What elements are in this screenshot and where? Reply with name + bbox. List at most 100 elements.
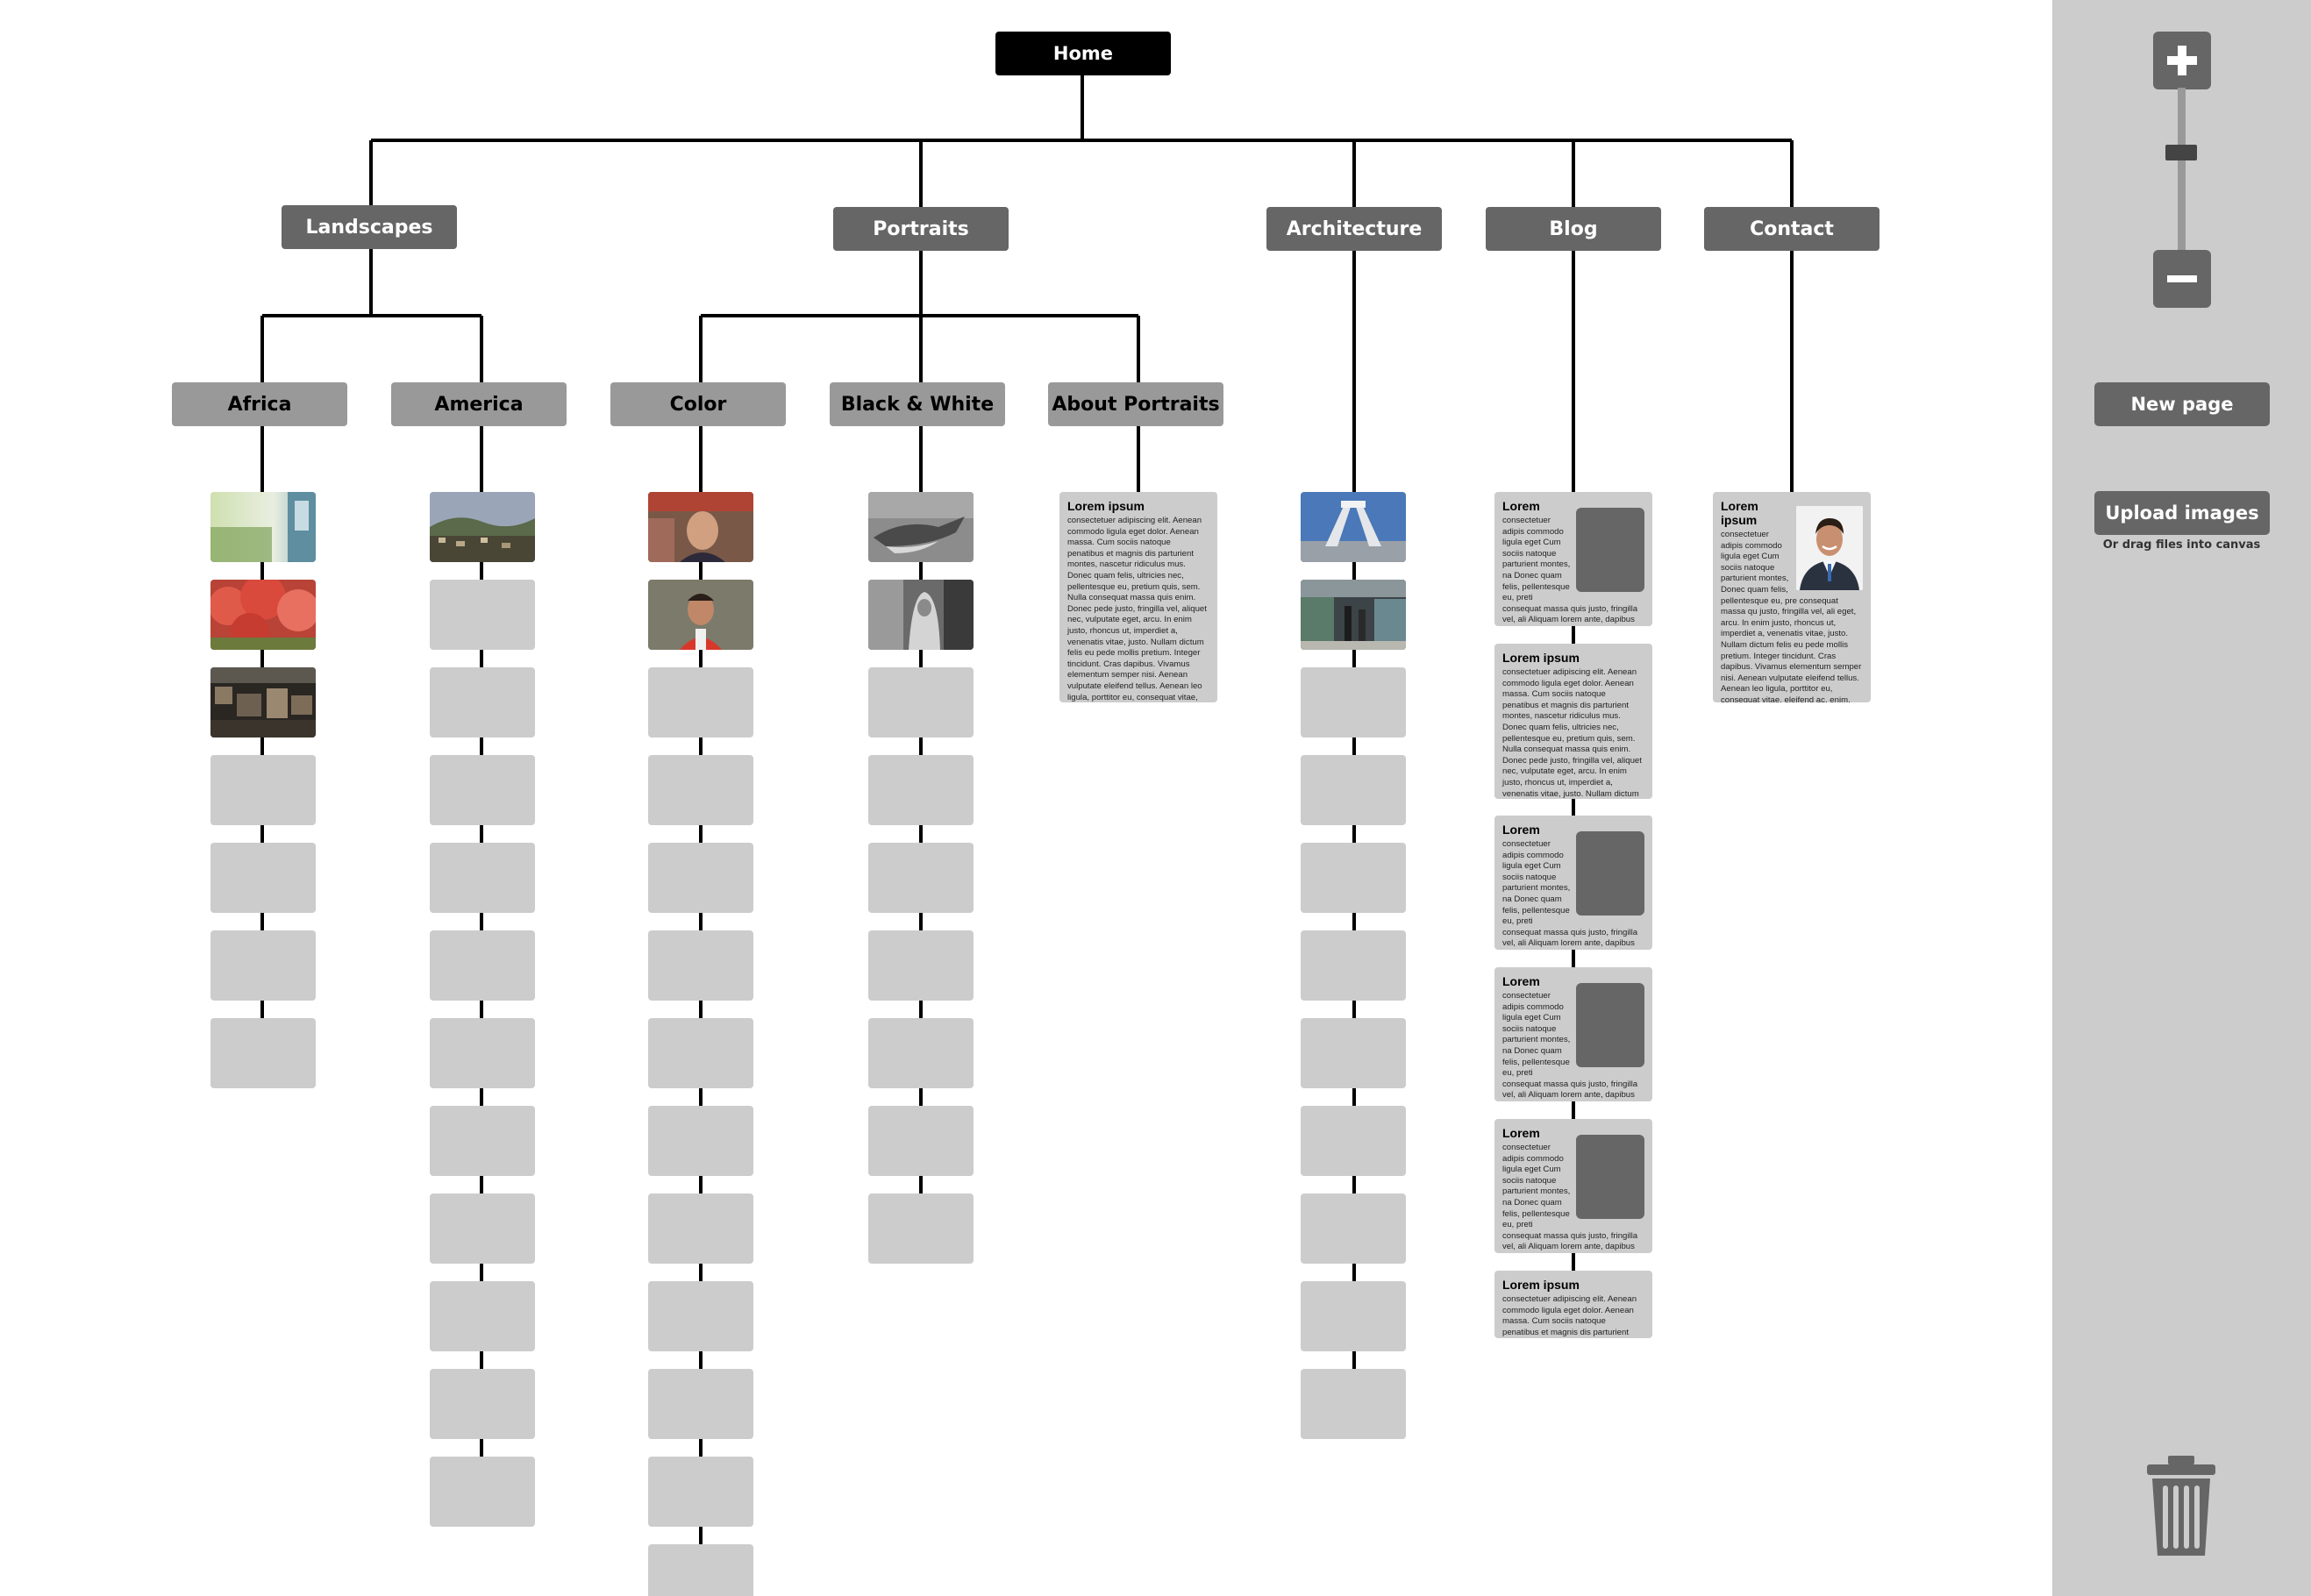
image-placeholder — [1576, 508, 1644, 592]
empty-slot[interactable] — [648, 1544, 753, 1596]
empty-slot[interactable] — [868, 930, 974, 1001]
drag-files-hint: Or drag files into canvas — [2102, 538, 2261, 552]
sidebar: New page Upload images Or drag files int… — [2052, 0, 2311, 1596]
card-body: consectetuer adipis commodo ligula eget … — [1502, 1143, 1638, 1253]
arch-monument-photo — [1301, 492, 1406, 562]
card-title: Lorem ipsum — [1502, 651, 1580, 665]
empty-slot[interactable] — [430, 1369, 535, 1439]
empty-slot[interactable] — [648, 1018, 753, 1088]
empty-slot[interactable] — [1301, 1106, 1406, 1176]
node-landscapes[interactable]: Landscapes — [282, 205, 457, 249]
empty-slot[interactable] — [648, 1193, 753, 1264]
empty-slot[interactable] — [1301, 1193, 1406, 1264]
node-home[interactable]: Home — [995, 32, 1171, 75]
trash-button[interactable] — [2143, 1454, 2219, 1559]
photo-thumbnail-metro-station[interactable] — [1301, 580, 1406, 650]
about-portraits-text-card[interactable]: Lorem ipsum consectetuer adipiscing elit… — [1059, 492, 1217, 702]
blog-post-card[interactable]: Lorem consectetuer adipis commodo ligula… — [1494, 967, 1652, 1101]
empty-slot[interactable] — [210, 843, 316, 913]
empty-slot[interactable] — [868, 1018, 974, 1088]
photo-thumbnail-train-blur[interactable] — [210, 492, 316, 562]
empty-slot[interactable] — [430, 667, 535, 737]
blog-post-card[interactable]: Lorem ipsum consectetuer adipiscing elit… — [1494, 644, 1652, 799]
photo-thumbnail-arch-monument[interactable] — [1301, 492, 1406, 562]
zoom-slider-track[interactable] — [2178, 88, 2186, 259]
card-title: Lorem ipsum — [1502, 1278, 1580, 1292]
node-black-white[interactable]: Black & White — [830, 382, 1005, 426]
photo-thumbnail-shark[interactable] — [868, 492, 974, 562]
empty-slot[interactable] — [430, 580, 535, 650]
blog-post-card[interactable]: Lorem consectetuer adipis commodo ligula… — [1494, 492, 1652, 626]
empty-slot[interactable] — [430, 930, 535, 1001]
card-title: Lorem — [1502, 974, 1540, 988]
empty-slot[interactable] — [868, 843, 974, 913]
empty-slot[interactable] — [430, 1281, 535, 1351]
empty-slot[interactable] — [648, 1106, 753, 1176]
city-night-photo — [210, 667, 316, 737]
empty-slot[interactable] — [1301, 1281, 1406, 1351]
empty-slot[interactable] — [1301, 930, 1406, 1001]
photo-thumbnail-hill-town[interactable] — [430, 492, 535, 562]
node-america[interactable]: America — [391, 382, 567, 426]
node-color[interactable]: Color — [610, 382, 786, 426]
avatar — [1796, 506, 1863, 590]
empty-slot[interactable] — [648, 843, 753, 913]
connector-home — [369, 70, 1794, 207]
zoom-out-button[interactable] — [2153, 250, 2211, 308]
node-portraits[interactable]: Portraits — [833, 207, 1009, 251]
node-blog[interactable]: Blog — [1486, 207, 1661, 251]
zoom-in-button[interactable] — [2153, 32, 2211, 89]
photo-thumbnail-city-night[interactable] — [210, 667, 316, 737]
portrait-photo — [1796, 506, 1863, 590]
new-page-button[interactable]: New page — [2094, 382, 2270, 426]
empty-slot[interactable] — [1301, 1369, 1406, 1439]
blog-post-card[interactable]: Lorem consectetuer adipis commodo ligula… — [1494, 816, 1652, 950]
card-title: Lorem — [1502, 1126, 1540, 1140]
empty-slot[interactable] — [648, 1281, 753, 1351]
sitemap-canvas[interactable]: Home Landscapes Portraits Architecture B… — [0, 0, 2052, 1596]
empty-slot[interactable] — [868, 1193, 974, 1264]
blog-post-card[interactable]: Lorem consectetuer adipis commodo ligula… — [1494, 1119, 1652, 1253]
photo-thumbnail-old-woman[interactable] — [648, 492, 753, 562]
empty-slot[interactable] — [210, 755, 316, 825]
photo-thumbnail-red-trees[interactable] — [210, 580, 316, 650]
empty-slot[interactable] — [648, 667, 753, 737]
card-body: consectetuer adipis commodo ligula eget … — [1502, 516, 1638, 626]
node-africa[interactable]: Africa — [172, 382, 347, 426]
empty-slot[interactable] — [430, 843, 535, 913]
empty-slot[interactable] — [430, 1018, 535, 1088]
card-body: consectetuer adipis commodo ligula eget … — [1502, 991, 1638, 1101]
empty-slot[interactable] — [868, 667, 974, 737]
empty-slot[interactable] — [1301, 667, 1406, 737]
photo-thumbnail-child[interactable] — [648, 580, 753, 650]
empty-slot[interactable] — [430, 1193, 535, 1264]
old-woman-photo — [648, 492, 753, 562]
minus-icon — [2167, 275, 2197, 282]
blog-post-card[interactable]: Lorem ipsum consectetuer adipiscing elit… — [1494, 1271, 1652, 1338]
empty-slot[interactable] — [1301, 1018, 1406, 1088]
card-body: consectetuer adipiscing elit. Aenean com… — [1502, 1294, 1637, 1337]
empty-slot[interactable] — [868, 755, 974, 825]
empty-slot[interactable] — [648, 1457, 753, 1527]
empty-slot[interactable] — [1301, 843, 1406, 913]
empty-slot[interactable] — [648, 755, 753, 825]
node-architecture[interactable]: Architecture — [1266, 207, 1442, 251]
photo-thumbnail-woman-scarf[interactable] — [868, 580, 974, 650]
node-about-portraits[interactable]: About Portraits — [1048, 382, 1223, 426]
empty-slot[interactable] — [430, 1457, 535, 1527]
node-contact[interactable]: Contact — [1704, 207, 1879, 251]
empty-slot[interactable] — [648, 1369, 753, 1439]
empty-slot[interactable] — [210, 1018, 316, 1088]
zoom-slider-handle[interactable] — [2165, 145, 2197, 161]
empty-slot[interactable] — [210, 930, 316, 1001]
empty-slot[interactable] — [648, 930, 753, 1001]
empty-slot[interactable] — [430, 1106, 535, 1176]
trash-icon — [2147, 1456, 2215, 1556]
empty-slot[interactable] — [868, 1106, 974, 1176]
card-body: consectetuer adipiscing elit. Aenean com… — [1502, 667, 1642, 799]
empty-slot[interactable] — [430, 755, 535, 825]
upload-images-button[interactable]: Upload images — [2094, 491, 2270, 535]
empty-slot[interactable] — [1301, 755, 1406, 825]
contact-text-card[interactable]: Lorem ipsum consectetuer adipis commodo … — [1713, 492, 1871, 702]
woman-scarf-photo — [868, 580, 974, 650]
